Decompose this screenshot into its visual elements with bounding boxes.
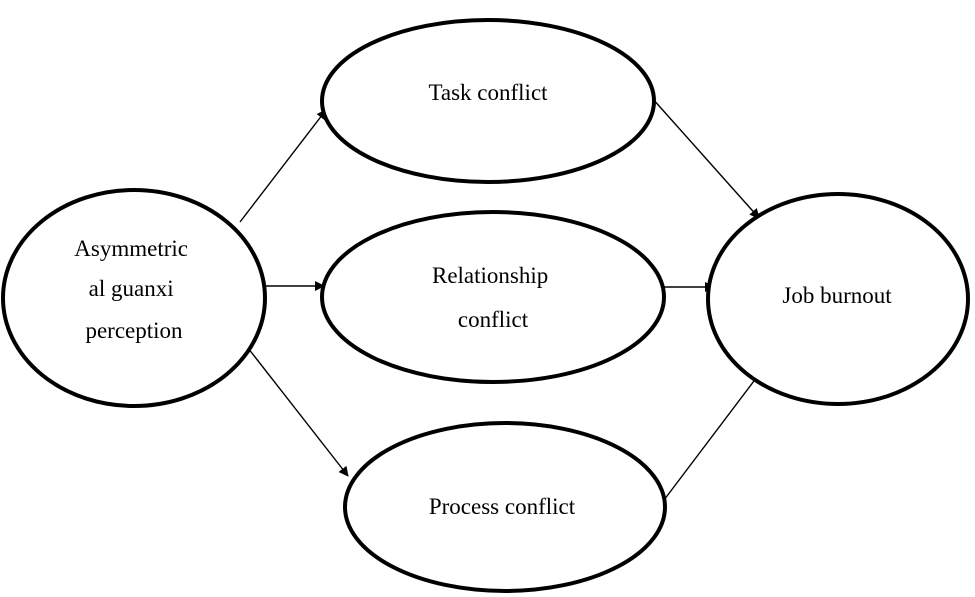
node-asymmetric-line-1: Asymmetric: [74, 236, 188, 261]
node-job-burnout: Job burnout: [706, 192, 970, 406]
node-task-ellipse: [320, 18, 656, 184]
edge-asymmetric-to-process: [247, 347, 349, 477]
node-process-line-1: Process conflict: [429, 494, 576, 519]
node-asymmetric-guanxi-perception: Asymmetric al guanxi perception: [1, 188, 267, 408]
edge-asymmetric-to-task: [239, 109, 327, 223]
node-asymmetric-line-3: perception: [85, 318, 183, 343]
node-process-label: Process conflict: [429, 494, 576, 519]
node-process-conflict: Process conflict: [343, 421, 667, 593]
node-process-ellipse: [343, 421, 667, 593]
node-asymmetric-line-2: al guanxi: [89, 276, 174, 301]
node-relationship-ellipse: [320, 210, 666, 384]
node-relationship-line-1: Relationship: [432, 263, 548, 288]
node-asymmetric-ellipse: [1, 188, 267, 408]
node-burnout-label: Job burnout: [782, 283, 892, 308]
node-burnout-line-1: Job burnout: [782, 283, 892, 308]
edge-task-to-burnout: [651, 97, 760, 219]
edge-process-to-burnout: [663, 372, 761, 501]
node-task-line-1: Task conflict: [428, 80, 548, 105]
node-relationship-label: Relationship conflict: [432, 263, 554, 332]
node-relationship-line-2: conflict: [458, 307, 529, 332]
node-task-label: Task conflict: [428, 80, 548, 105]
node-task-conflict: Task conflict: [320, 18, 656, 184]
node-asymmetric-label: Asymmetric al guanxi perception: [74, 236, 193, 343]
node-burnout-ellipse: [706, 192, 970, 406]
node-relationship-conflict: Relationship conflict: [320, 210, 666, 384]
edges: [239, 97, 761, 501]
